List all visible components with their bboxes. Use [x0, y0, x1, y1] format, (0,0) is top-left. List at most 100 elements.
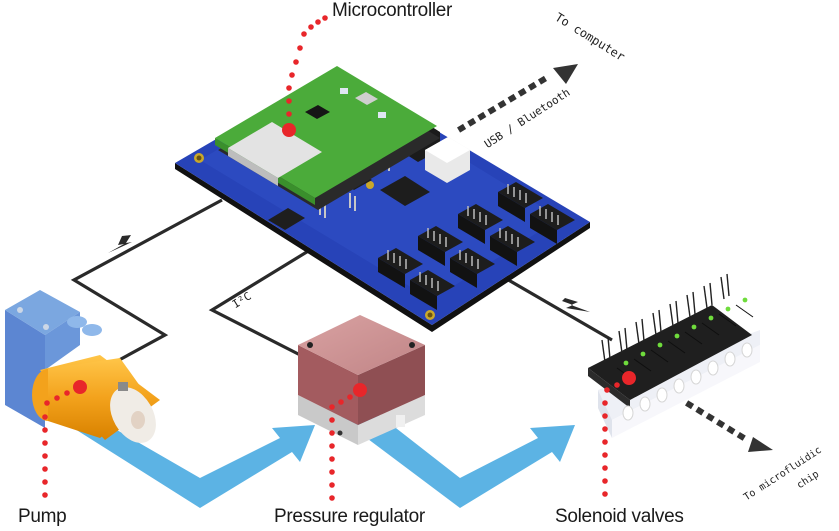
valve-fitting [724, 351, 736, 367]
arrow-dash [716, 419, 726, 429]
idc-connector-side [498, 192, 525, 222]
valve-fitting [622, 405, 634, 421]
marker-dot [64, 390, 70, 396]
marker-dot [602, 465, 608, 471]
arrow-to-microfluidic-chip [685, 400, 773, 452]
marker-dot [338, 399, 344, 405]
idc-connector-side [410, 280, 437, 310]
valve-wire [726, 273, 730, 297]
valve-led [725, 306, 731, 312]
valve-seam [667, 340, 686, 354]
valve-wire [692, 291, 696, 315]
wire-power-pump [70, 198, 223, 367]
valve-wire [703, 285, 708, 309]
marker-dot [604, 387, 610, 393]
lightning-icon [562, 298, 590, 312]
arrow-to-computer [457, 64, 578, 133]
valve-wire [652, 312, 657, 336]
valve-led [623, 360, 629, 366]
valve-wire [624, 327, 628, 351]
marker-regulator [329, 383, 367, 501]
marker-dot [329, 430, 335, 436]
arrow-dash [487, 105, 497, 115]
marker-dot [329, 417, 335, 423]
valve-seam [684, 331, 703, 345]
valve-seam [718, 313, 737, 327]
valve-fitting [639, 396, 651, 412]
idc-connector-side [378, 258, 405, 288]
valve-wire [601, 339, 606, 363]
marker-dot [315, 19, 321, 25]
valve-led [708, 315, 714, 321]
marker-dot [42, 414, 48, 420]
idc-connector-side [418, 236, 445, 266]
valve-wire [669, 303, 674, 327]
marker-dot [293, 59, 299, 65]
wire-i2c [208, 248, 311, 362]
marker-dot [329, 495, 335, 501]
marker-dot [42, 453, 48, 459]
arrow-dash [507, 93, 517, 103]
marker-dot [286, 85, 292, 91]
marker-dot [602, 439, 608, 445]
solenoid-valves [588, 273, 760, 438]
valve-wire [686, 294, 691, 318]
arrow-dash [726, 425, 736, 435]
marker-valves [602, 371, 636, 497]
arrow-dash [467, 117, 477, 127]
arrow-dash [457, 123, 467, 133]
marker-dot [286, 111, 292, 117]
marker-dot [329, 404, 335, 410]
pressure-regulator [298, 315, 425, 445]
valve-fitting [656, 387, 668, 403]
valve-led [742, 297, 748, 303]
marker-dot [347, 394, 353, 400]
marker-dot [42, 492, 48, 498]
marker-dot [322, 15, 328, 21]
valve-wire [720, 276, 725, 300]
lightning-icon [108, 235, 132, 253]
marker-dot [42, 479, 48, 485]
valve-wire [635, 321, 640, 345]
wire-power-valves [504, 276, 613, 342]
marker-dot [329, 482, 335, 488]
valve-seam [650, 349, 669, 363]
marker-dot [42, 440, 48, 446]
arrow-dash [736, 432, 746, 441]
marker-dot [289, 72, 295, 78]
valve-wire [641, 318, 645, 342]
marker-pump [42, 380, 87, 498]
label-microcontroller: Microcontroller [332, 0, 453, 21]
marker-dot [42, 427, 48, 433]
idc-connector-side [490, 236, 517, 266]
valve-wire [675, 300, 679, 324]
marker-dot [602, 400, 608, 406]
arrow-dash [497, 99, 507, 109]
idc-connector-side [530, 214, 557, 244]
valve-led [657, 342, 663, 348]
valve-led [640, 351, 646, 357]
valve-seam [633, 358, 652, 372]
marker-dot [54, 395, 60, 401]
arrow-dash [705, 413, 715, 422]
valve-seam [701, 322, 720, 336]
pump [5, 290, 160, 443]
label-pressure-regulator: Pressure regulator [274, 506, 425, 527]
marker-dot [329, 456, 335, 462]
arrow-dash [695, 406, 705, 416]
marker-dot [602, 491, 608, 497]
marker-dot [329, 469, 335, 475]
valve-wire [709, 282, 713, 306]
marker-dot [308, 24, 314, 30]
arrow-dash [537, 75, 547, 85]
marker-dot [44, 400, 50, 406]
valve-wire [658, 309, 662, 333]
arrow-dash [517, 87, 527, 97]
idc-connector-side [450, 258, 477, 288]
valve-led [674, 333, 680, 339]
marker-dot [297, 45, 303, 51]
marker-dot [329, 443, 335, 449]
label-solenoid-valves: Solenoid valves [555, 506, 684, 527]
valve-fitting [690, 369, 702, 385]
